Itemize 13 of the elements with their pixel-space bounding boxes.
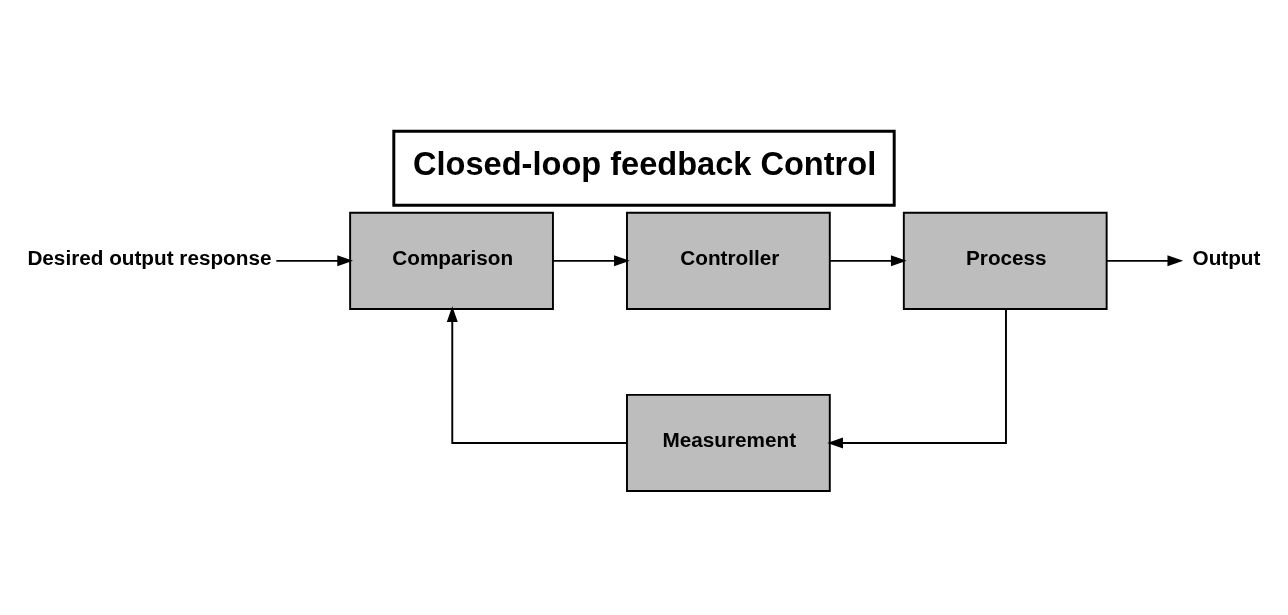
arrow	[275, 255, 353, 267]
arrow	[827, 308, 1007, 449]
arrow	[552, 255, 630, 267]
arrow	[828, 255, 907, 267]
node-text: Desired output response	[27, 245, 272, 269]
node-text: Output	[1192, 245, 1261, 269]
node-box: Process	[902, 211, 1108, 310]
arrow	[1105, 255, 1184, 267]
node-box: Comparison	[349, 211, 554, 310]
diagram-title: Closed-loop feedback Control	[413, 146, 877, 183]
node-box: Controller	[626, 211, 831, 310]
node-box: Measurement	[626, 393, 831, 493]
arrow	[446, 306, 628, 444]
